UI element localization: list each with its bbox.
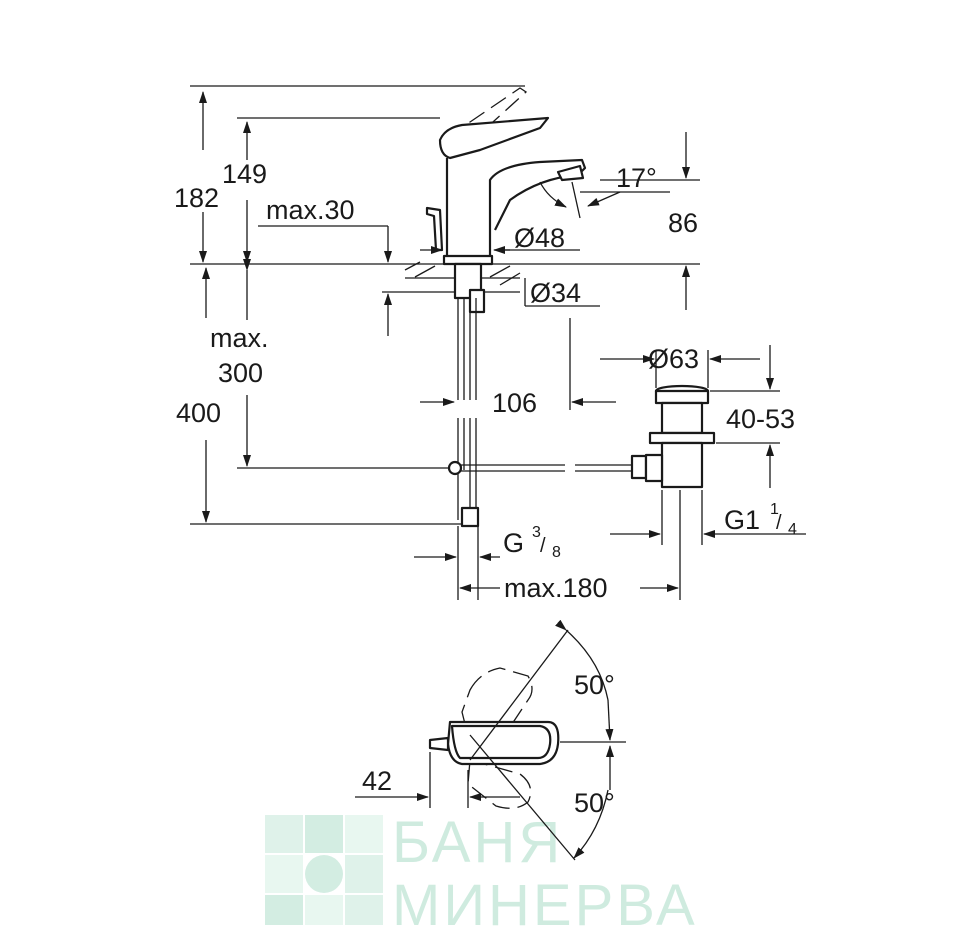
label-height-total: 182	[174, 183, 219, 213]
label-waste-thread-num: 1	[770, 501, 779, 518]
label-supply-thread-num: 3	[532, 524, 541, 541]
label-rod-length: max.180	[504, 573, 608, 603]
label-waste-diameter: Ø63	[648, 344, 699, 374]
lever-top-view	[355, 619, 626, 861]
label-base-diameter: Ø48	[514, 223, 565, 253]
label-supply-length: 400	[176, 398, 221, 428]
label-lever-angle-top: 50°	[574, 670, 615, 700]
label-deck-thickness: max.30	[266, 195, 355, 225]
label-waste-thread-den: 4	[788, 521, 797, 538]
label-supply-thread-slash: /	[540, 535, 546, 557]
label-spout-reach: 106	[492, 388, 537, 418]
label-spout-angle: 17°	[616, 163, 657, 193]
watermark-logo	[265, 815, 383, 925]
label-lever-offset: 42	[362, 766, 392, 796]
label-height-spout: 149	[222, 159, 267, 189]
label-waste-thread-slash: /	[776, 512, 782, 534]
label-waste-height: 40-53	[726, 404, 795, 434]
label-hole-diameter: Ø34	[530, 278, 581, 308]
label-lever-angle-bottom: 50°	[574, 788, 615, 818]
label-waste-thread: G1	[724, 505, 760, 535]
watermark-line-1: БАНЯ	[392, 810, 563, 875]
faucet-side-view	[190, 87, 716, 528]
label-supply-thread: G	[503, 528, 524, 558]
label-supply-thread-den: 8	[552, 544, 561, 561]
label-hose-prefix: max.	[210, 323, 269, 353]
watermark-line-2: МИНЕРВА	[392, 873, 698, 931]
label-spout-height: 86	[668, 208, 698, 238]
dimension-lines	[190, 85, 806, 600]
label-hose-value: 300	[218, 358, 263, 388]
